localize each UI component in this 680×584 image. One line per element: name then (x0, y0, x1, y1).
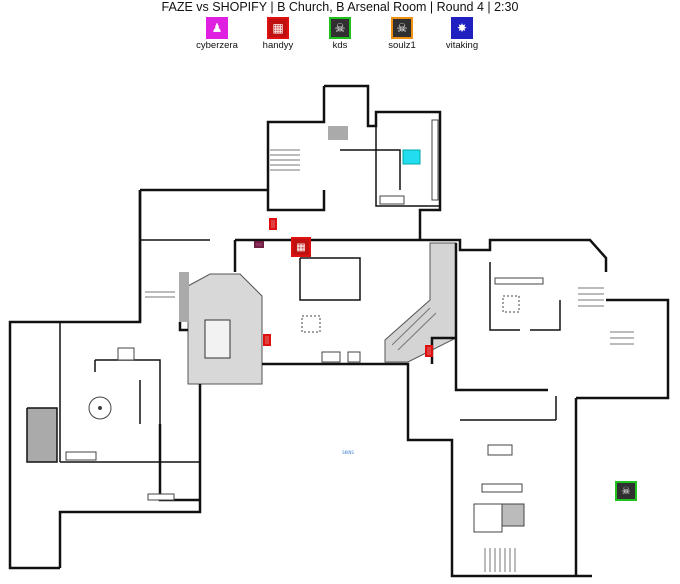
gadget-marker (263, 334, 271, 346)
room-label: SKINS (342, 450, 354, 455)
map-walls (8, 84, 670, 578)
match-title: FAZE vs SHOPIFY | B Church, B Arsenal Ro… (161, 0, 519, 14)
operator-icon: ✸ (451, 17, 473, 39)
gadget-marker (425, 345, 433, 357)
player-marker-kds[interactable]: ☠ (615, 481, 637, 501)
operator-icon: ▦ (267, 17, 289, 39)
player-name: soulz1 (388, 40, 416, 51)
player-card[interactable]: ☠ kds (310, 17, 370, 52)
stairs (145, 149, 634, 572)
player-name: handyy (262, 40, 294, 51)
interior-walls (26, 126, 561, 463)
player-roster: ♟ cyberzera ▦ handyy ☠ kds ☠ soulz1 ✸ vi… (0, 17, 680, 57)
player-marker-handyy[interactable]: ▦ (291, 237, 311, 257)
player-card[interactable]: ✸ vitaking (432, 17, 492, 52)
gadget-marker (254, 241, 264, 248)
gadget-marker (269, 218, 277, 230)
operator-icon: ☠ (329, 17, 351, 39)
player-card[interactable]: ▦ handyy (248, 17, 308, 52)
player-name: vitaking (445, 40, 479, 51)
floor-shading (27, 126, 457, 462)
map-furniture (65, 119, 544, 533)
operator-icon: ♟ (206, 17, 228, 39)
player-card[interactable]: ♟ cyberzera (187, 17, 247, 52)
player-card[interactable]: ☠ soulz1 (372, 17, 432, 52)
player-name: cyberzera (196, 40, 238, 51)
player-name: kds (332, 40, 348, 51)
operator-icon: ☠ (391, 17, 413, 39)
